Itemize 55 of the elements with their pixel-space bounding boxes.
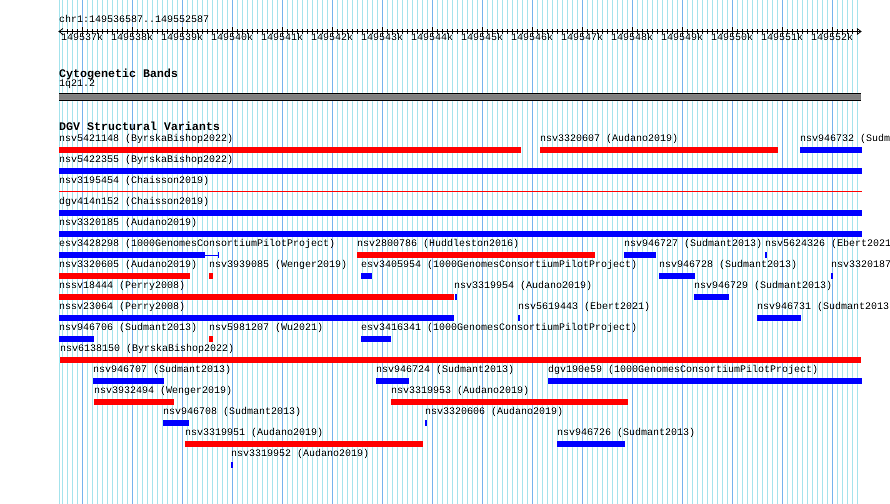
variant-label: nsv5619443 (Ebert2021) — [518, 302, 650, 314]
tick-label: 149550k — [711, 33, 754, 45]
variant-label: nsv3320606 (Audano2019) — [425, 407, 564, 419]
tick-label: 149548k — [611, 33, 654, 45]
variant-label: nsv946727 (Sudmant2013) — [624, 239, 762, 251]
tick-label: 149546k — [511, 33, 554, 45]
variant-label: nsv946706 (Sudmant2013) — [59, 323, 198, 335]
variant-label: dgv414n152 (Chaisson2019) — [59, 197, 210, 209]
tick-label: 149540k — [211, 33, 254, 45]
variant-label: nsv946731 (Sudmant2013 — [757, 302, 890, 314]
variant-label: nsv946728 (Sudmant2013) — [659, 260, 798, 272]
variant-label: nsv3319954 (Audano2019) — [454, 281, 592, 293]
tick-label: 149551k — [761, 33, 804, 45]
variant-label: nsv946726 (Sudmant2013) — [557, 428, 696, 440]
variant-label: esv3416341 (1000GenomesConsortiumPilotProject) — [361, 323, 638, 335]
variant-label: nsv3320605 (Audano2019) — [59, 260, 198, 272]
variant-label: nsv3932494 (Wenger2019) — [94, 386, 232, 398]
variant-label: nsv6138150 (ByrskaBishop2022) — [60, 344, 234, 356]
variant-label: nsv946707 (Sudmant2013) — [93, 365, 232, 377]
tick-label: 149552k — [811, 33, 854, 45]
variant-label: nsv5422355 (ByrskaBishop2022) — [59, 155, 234, 167]
variant-label: nsv3319952 (Audano2019) — [231, 449, 370, 461]
variant-label: nsv946724 (Sudmant2013) — [376, 365, 514, 377]
variant-label: nssv18444 (Perry2008) — [59, 281, 186, 293]
track-title: Cytogenetic Bands — [59, 67, 178, 81]
tick-label: 149544k — [411, 33, 454, 45]
variant-label: nsv3320607 (Audano2019) — [540, 134, 678, 146]
variant-label: nsv3939085 (Wenger2019) — [209, 260, 348, 272]
variant-label: nsv5421148 (ByrskaBishop2022) — [59, 134, 234, 146]
variant-label: nssv23064 (Perry2008) — [59, 302, 186, 314]
tick-label: 149543k — [361, 33, 404, 45]
variant-label: nsv946729 (Sudmant2013) — [694, 281, 832, 293]
variant-label: nsv946732 (Sudm — [800, 134, 890, 146]
tick-label: 149541k — [261, 33, 304, 45]
variant-label: dgv190e59 (1000GenomesConsortiumPilotProject) — [548, 365, 818, 377]
variant-label: nsv3319951 (Audano2019) — [185, 428, 324, 440]
tick-label: 149537k — [61, 33, 104, 45]
locus-label: chr1:149536587..149552587 — [59, 15, 210, 27]
tick-label: 149542k — [311, 33, 354, 45]
variant-label: nsv946708 (Sudmant2013) — [163, 407, 302, 419]
variant-label: esv3405954 (1000GenomesConsortiumPilotProject) — [361, 260, 638, 272]
variant-label: nsv2800786 (Huddleston2016) — [357, 239, 520, 251]
track-title: DGV Structural Variants — [59, 120, 220, 134]
variant-label: esv3428298 (1000GenomesConsortiumPilotProject) — [59, 239, 336, 251]
variant-label: nsv3319953 (Audano2019) — [391, 386, 530, 398]
tick-label: 149539k — [161, 33, 204, 45]
variant-label: nsv5981207 (Wu2021) — [209, 323, 324, 335]
tick-label: 149538k — [111, 33, 154, 45]
variant-label: nsv3320185 (Audano2019) — [59, 218, 198, 230]
band-label: 1q21.2 — [59, 79, 96, 91]
tick-label: 149547k — [561, 33, 604, 45]
variant-label: nsv3320187 — [831, 260, 890, 272]
variant-label: nsv3195454 (Chaisson2019) — [59, 176, 210, 188]
tick-label: 149545k — [461, 33, 504, 45]
tick-label: 149549k — [661, 33, 704, 45]
